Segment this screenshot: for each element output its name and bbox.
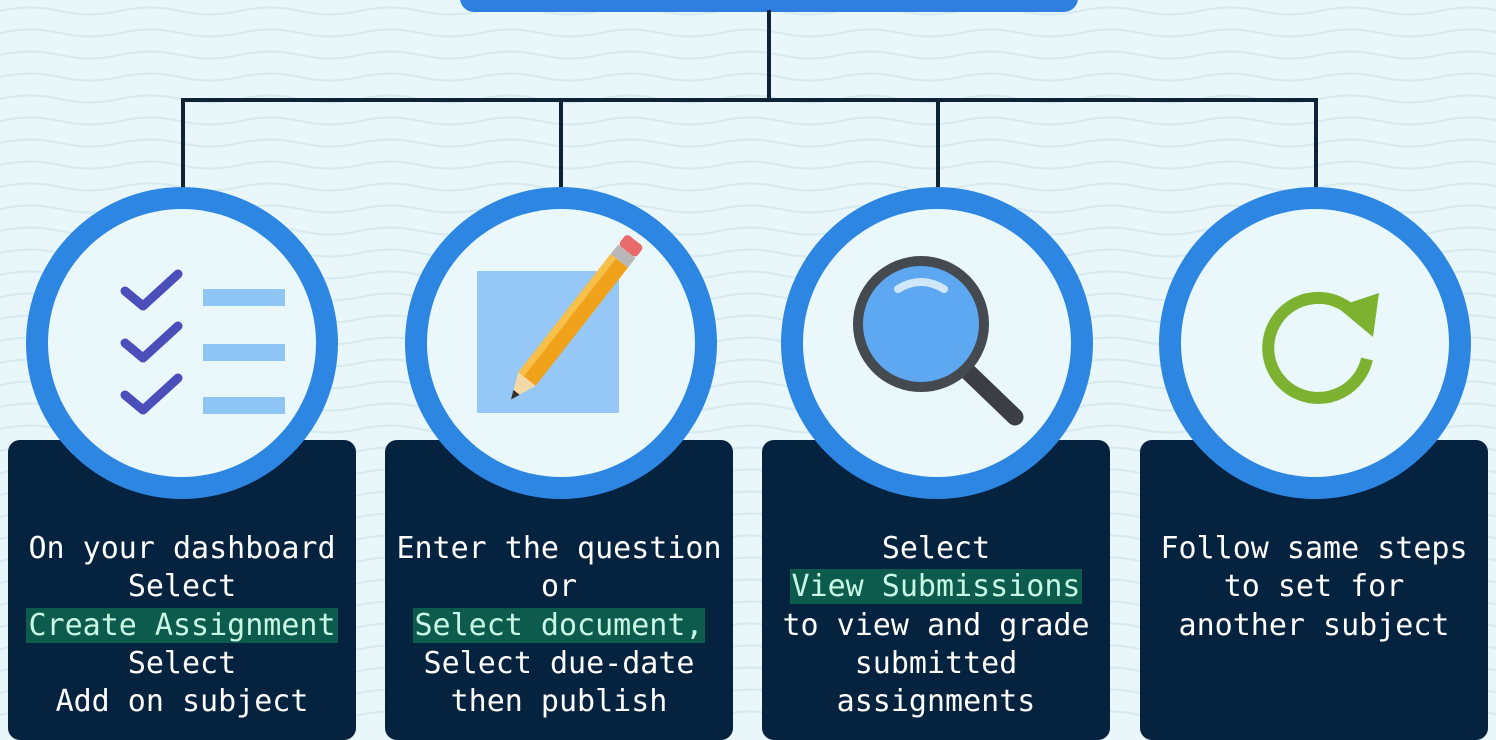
- step-2-line: Enter the question: [385, 530, 733, 568]
- highlighted-action-label: View Submissions: [789, 569, 1083, 605]
- step-circle-1: [26, 187, 338, 499]
- step-circle-4: [1159, 187, 1471, 499]
- step-circle-2: [405, 187, 717, 499]
- step-4-line: Follow same steps: [1140, 530, 1488, 568]
- step-line-text: Select due-date: [423, 645, 695, 681]
- step-3-line: View Submissions: [762, 568, 1110, 606]
- step-line-text: another subject: [1178, 607, 1450, 643]
- step-line-text: submitted: [854, 645, 1018, 681]
- step-2-line: or: [385, 568, 733, 606]
- highlighted-action-label: Select document,: [412, 607, 706, 643]
- step-2-line: then publish: [385, 683, 733, 721]
- checklist-icon: [120, 269, 285, 415]
- step-1-line: Select: [8, 568, 356, 606]
- top-title-box: [460, 0, 1078, 12]
- step-line-text: Add on subject: [55, 684, 309, 720]
- step-3-line: assignments: [762, 683, 1110, 721]
- pencil-document-icon: [477, 235, 643, 413]
- step-4-line: another subject: [1140, 607, 1488, 645]
- step-3-line: submitted: [762, 645, 1110, 683]
- step-2-line: Select document,: [385, 607, 733, 645]
- step-1-line: On your dashboard: [8, 530, 356, 568]
- step-line-text: to set for: [1223, 569, 1405, 605]
- step-circle-3: [781, 187, 1093, 499]
- step-1-line: Create Assignment: [8, 607, 356, 645]
- step-line-text: Select: [127, 645, 237, 681]
- step-line-text: Select: [127, 569, 237, 605]
- step-1-line: Select: [8, 645, 356, 683]
- highlighted-action-label: Create Assignment: [26, 607, 338, 643]
- step-line-text: to view and grade: [782, 607, 1090, 643]
- step-4-line: to set for: [1140, 568, 1488, 606]
- step-line-text: or: [540, 569, 578, 605]
- step-3-line: Select: [762, 530, 1110, 568]
- step-line-text: Select: [881, 531, 991, 566]
- step-line-text: Enter the question: [396, 531, 722, 566]
- step-3-line: to view and grade: [762, 607, 1110, 645]
- step-2-line: Select due-date: [385, 645, 733, 683]
- step-1-line: Add on subject: [8, 683, 356, 721]
- magnifier-icon: [853, 256, 1024, 426]
- step-line-text: On your dashboard: [28, 531, 336, 566]
- step-line-text: then publish: [450, 684, 668, 720]
- step-line-text: Follow same steps: [1160, 531, 1468, 566]
- refresh-icon: [1262, 292, 1379, 404]
- step-line-text: assignments: [836, 684, 1036, 720]
